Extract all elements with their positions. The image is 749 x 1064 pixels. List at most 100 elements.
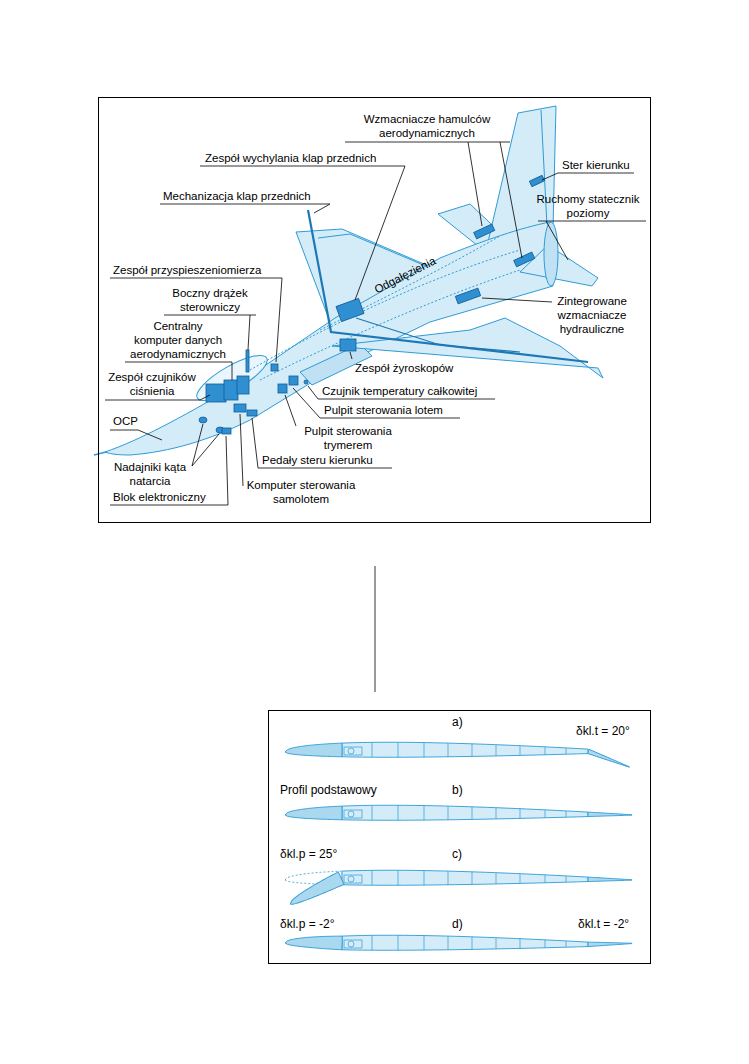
leader-lines-part [546, 221, 568, 260]
callout-label: Ruchomy statecznik poziomy [532, 192, 644, 220]
rib [472, 937, 473, 950]
leading-edge-flap [287, 872, 344, 909]
callout-label: Blok elektroniczny [113, 490, 206, 504]
rib [520, 939, 521, 949]
slat-mechanism-part [356, 318, 520, 352]
leading-edge-flap [285, 743, 342, 757]
trailing-edge-flap [588, 812, 632, 816]
rib [398, 870, 399, 885]
callout-label: Odgałęzienia [372, 254, 438, 297]
rib [448, 871, 449, 885]
rib [496, 938, 497, 949]
leading-edge-flap [285, 934, 342, 950]
leader-lines-part [350, 352, 352, 359]
callout-label: Mechanizacja klap przednich [163, 189, 311, 203]
components [199, 175, 545, 434]
callout-label: Centralny komputer danych aerodynamiczny… [128, 319, 228, 361]
aircraft-part [94, 452, 106, 455]
leader-lines-part [542, 173, 634, 180]
trailing-edge-flap [588, 941, 632, 947]
aircraft-part [520, 245, 598, 286]
rib [496, 873, 497, 884]
leader-lines-part [110, 430, 162, 440]
rib [566, 941, 567, 947]
components-part [224, 380, 238, 400]
rib [545, 810, 546, 818]
rib [424, 743, 425, 758]
components-part [455, 288, 480, 304]
components-part [340, 339, 356, 351]
rib [472, 872, 473, 885]
slat-mechanism-part [308, 210, 588, 362]
leader-lines [105, 142, 646, 692]
callout-label: Zespół przyspieszeniomierza [113, 263, 261, 277]
callout-label: Pulpit sterowania trymerem [296, 424, 401, 452]
rib [448, 743, 449, 757]
callout-label: Nadajniki kąta natarcia [105, 460, 195, 488]
profile-label: a) [452, 715, 463, 729]
leader-lines-part [160, 204, 330, 213]
hinge-box [344, 747, 362, 755]
leader-lines-part [482, 298, 552, 302]
components-part [304, 380, 308, 384]
aircraft [94, 106, 603, 455]
leader-lines-part [285, 395, 296, 426]
components-part [206, 384, 226, 402]
rib [372, 805, 373, 820]
components-part [529, 175, 544, 186]
profile-body [342, 742, 588, 757]
hydraulic-lines-part [250, 250, 520, 370]
rib [472, 807, 473, 820]
leader-lines-part [192, 434, 219, 466]
profile-label: δkl.t = 20° [576, 724, 630, 738]
profile-body [342, 870, 588, 885]
components-part [278, 384, 287, 393]
hinge-axis [348, 811, 354, 817]
hinge-box [344, 875, 362, 883]
rib [566, 811, 567, 817]
rib [472, 744, 473, 757]
trailing-edge-flap [587, 749, 630, 768]
callout-label: Czujnik temperatury całkowitej [322, 384, 477, 398]
rib [372, 742, 373, 757]
components-part [246, 350, 249, 372]
rib [545, 940, 546, 948]
callout-label: Boczny drążek sterowniczy [164, 286, 256, 314]
profile-body [342, 805, 588, 820]
components-part [271, 364, 278, 371]
aircraft-part [488, 106, 556, 242]
leader-lines-part [248, 315, 250, 350]
figure-frame: Wzmacniacze hamulców aerodynamicznychZes… [98, 97, 651, 523]
rib [520, 874, 521, 884]
rib [372, 870, 373, 885]
hinge-axis [348, 941, 354, 947]
rib [372, 935, 373, 950]
hinge-box [344, 810, 362, 818]
profile-label: δkl.t = -2° [578, 917, 629, 931]
leader-lines-part [538, 221, 646, 222]
profile-label: b) [452, 783, 463, 797]
rib [520, 809, 521, 819]
rib [566, 876, 567, 882]
components-part [234, 404, 246, 412]
callout-label: Wzmacniacze hamulców aerodynamicznych [360, 112, 495, 140]
wing-profiles [285, 742, 632, 950]
profile-label: d) [452, 917, 463, 931]
profile-label: δkl.p = 25° [280, 847, 337, 861]
leading-edge-flap [285, 806, 342, 820]
aircraft-part [541, 110, 547, 226]
aircraft-part [544, 222, 558, 286]
rib [545, 875, 546, 883]
components-part [237, 376, 249, 394]
trailing-edge-flap [588, 877, 632, 881]
profile-label: c) [452, 847, 462, 861]
callout-label: Pedały steru kierunku [262, 453, 373, 467]
leader-lines-part [375, 566, 376, 692]
rib [424, 936, 425, 951]
components-part [247, 410, 257, 416]
profile-body [342, 935, 588, 950]
callout-label: Zespół wychylania klap przednich [205, 151, 376, 165]
components-part [289, 376, 298, 385]
hinge-axis [348, 748, 354, 754]
leader-lines-part [240, 414, 243, 486]
